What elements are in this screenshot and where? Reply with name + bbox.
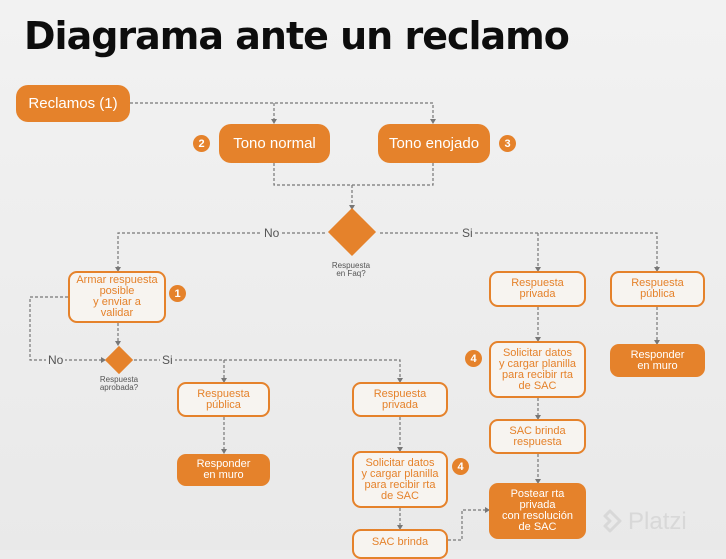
node-armar-respuesta: Armar respuesta posible y enviar a valid… (68, 271, 166, 323)
label-no-left: No (46, 353, 66, 367)
node-respuesta-publica-right: Respuesta pública (610, 271, 705, 307)
node-respuesta-publica-left: Respuesta pública (177, 382, 270, 417)
node-sac-brinda-respuesta: SAC brinda respuesta (489, 419, 586, 454)
diagram-title: Diagrama ante un reclamo (24, 14, 570, 58)
label-si-top: Si (460, 226, 475, 240)
step-badge-1: 1 (169, 285, 186, 302)
node-postear-rta: Postear rta privada con resolución de SA… (489, 483, 586, 539)
node-solicitar-datos-right: Solicitar datos y cargar planilla para r… (489, 341, 586, 398)
node-respuesta-privada-left: Respuesta privada (352, 382, 448, 417)
label-si-left: Si (160, 353, 175, 367)
node-respuesta-privada-right: Respuesta privada (489, 271, 586, 307)
node-reclamos: Reclamos (1) (16, 85, 130, 122)
platzi-logo-text: Platzi (628, 508, 687, 535)
node-tono-normal: Tono normal (219, 124, 330, 163)
platzi-logo-icon (603, 509, 622, 533)
step-badge-4-left: 4 (452, 458, 469, 475)
decision-faq-label: Respuesta en Faq? (331, 261, 371, 278)
node-tono-enojado: Tono enojado (378, 124, 490, 163)
node-solicitar-datos-left: Solicitar datos y cargar planilla para r… (352, 451, 448, 508)
label-no-top: No (262, 226, 282, 240)
step-badge-4-right: 4 (465, 350, 482, 367)
step-badge-3: 3 (499, 135, 516, 152)
platzi-logo: Platzi (598, 508, 687, 536)
node-sac-brinda-left: SAC brinda (352, 529, 448, 559)
decision-aprobada-label: Respuesta aprobada? (99, 375, 139, 392)
step-badge-2: 2 (193, 135, 210, 152)
node-responder-muro-right: Responder en muro (610, 344, 705, 377)
node-responder-muro-left: Responder en muro (177, 454, 270, 486)
